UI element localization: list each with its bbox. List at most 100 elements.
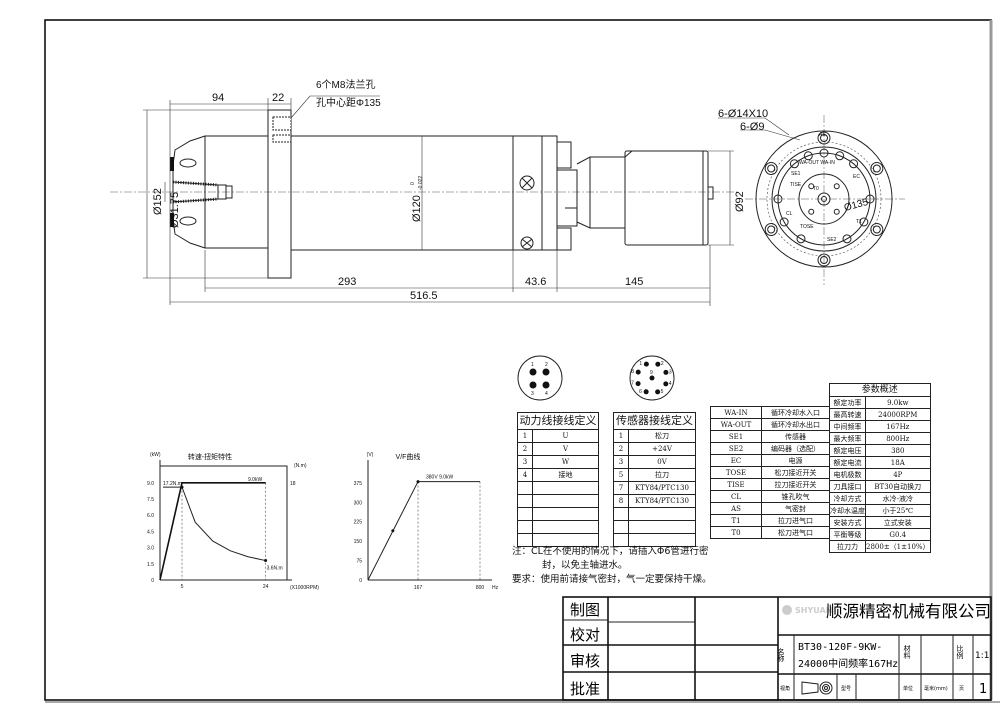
svg-text:2: 2 [545, 362, 548, 368]
tick-label: 800 [476, 585, 485, 591]
drawn-label: 制图 [570, 601, 600, 619]
tick-label: 300 [354, 500, 363, 506]
label-se1: SE1 [791, 171, 801, 177]
speed-torque-chart: 转速-扭矩特性(kW)(N.m)(X1000RPM)01.53.04.56.07… [147, 452, 319, 591]
annotation: 17.2N.m [163, 481, 182, 487]
flange-hole-note: 6个M8法兰孔 [316, 78, 375, 91]
projection-symbol-icon [801, 681, 833, 695]
pin-label: 7 [631, 381, 634, 387]
table-row: 安装方式立式安装 [829, 516, 931, 529]
table-cell: 平衡等级 [829, 528, 866, 541]
connector-pin [663, 369, 669, 375]
material-label: 材料 [903, 644, 911, 660]
dim-phi92: Ø92 [734, 191, 746, 212]
connector-pin [635, 381, 641, 387]
connector-pin [663, 381, 669, 387]
dim-516-5: 516.5 [410, 290, 438, 302]
pin-label: 4 [669, 381, 672, 387]
table-row [613, 533, 696, 547]
note-line: 注：CL在不使用的情况下，请插入Φ6管进行密 [512, 546, 709, 557]
annotation: 3.6N.m [267, 566, 283, 572]
pin-label: 2 [661, 361, 664, 367]
port-hole [779, 217, 789, 227]
label-tise: TISE [790, 182, 802, 188]
connector-pin [649, 375, 655, 381]
data-point [416, 480, 420, 484]
dim-phi120-tol-up: 0 [410, 182, 416, 185]
connector-pin [655, 389, 661, 395]
port-hole [789, 159, 799, 169]
dim-145: 145 [625, 276, 643, 288]
connector-pin [655, 361, 661, 367]
tick-label: Hz [492, 585, 499, 591]
table-row [613, 520, 696, 534]
flange-pcd-note: 孔中心距Φ135 [316, 96, 381, 109]
table-cell: 松刀进气口 [761, 526, 830, 539]
label-wa: WA-OUT WA-IN [799, 160, 835, 166]
label-t1: T1 [856, 219, 862, 225]
svg-text:4: 4 [545, 391, 548, 397]
pin-label: 6 [639, 389, 642, 395]
pin-label: 9 [650, 370, 653, 376]
tick-label: (V) [367, 452, 374, 458]
label-t0: T0 [813, 186, 819, 192]
pin-label: 8 [631, 369, 634, 375]
mounting-hole [817, 253, 831, 267]
tick-label: 375 [354, 481, 363, 487]
label-se2: SE2 [827, 237, 837, 243]
table-cell: T0 [710, 526, 762, 539]
tick-label: 3.0 [147, 546, 154, 552]
tick-label: 0 [359, 578, 362, 584]
y2-axis [160, 465, 288, 580]
label-as: AS [819, 132, 826, 138]
tick-label: 225 [354, 520, 363, 526]
view-label: 视角 [780, 685, 790, 692]
reviewed-label: 审核 [570, 652, 600, 670]
chart-title: 转速-扭矩特性 [188, 452, 232, 461]
tick-label: (N.m) [294, 463, 307, 469]
product-name-1: BT30-120F-9KW- [798, 642, 882, 653]
scale-value: 1:1 [975, 651, 989, 661]
scale-label: 比例 [956, 644, 964, 660]
tick-label: 4.5 [147, 529, 154, 535]
port-hole [859, 217, 869, 227]
label-tose: TOSE [800, 224, 814, 230]
logo-text: SHYUAN [795, 606, 832, 615]
tick-label: 9.0 [147, 481, 154, 487]
tick-label: 5 [181, 584, 184, 590]
unit-value: 毫米(mm) [924, 685, 948, 692]
tick-label: 24 [263, 584, 269, 590]
pin-label: 3 [669, 369, 672, 375]
note-line: 要求：使用前请接气密封，气一定要保持干燥。 [512, 574, 712, 585]
annotation: 380V 9.0kW [426, 475, 454, 481]
mounting-hole [870, 162, 884, 175]
series-torque [181, 486, 266, 562]
series-power [159, 482, 266, 581]
dim-phi120-tol-low: -0.022 [418, 176, 424, 190]
mounting-hole [870, 223, 884, 236]
logo-icon [782, 605, 792, 615]
tick-label: 167 [414, 585, 423, 591]
data-point [391, 529, 395, 533]
mounting-hole [764, 162, 778, 175]
dim-293: 293 [338, 276, 356, 288]
chart-title: V/F曲线 [396, 452, 421, 461]
tick-label: 75 [356, 559, 362, 565]
hole-spec-14x10: 6-Ø14X10 [718, 108, 768, 120]
data-point [264, 559, 268, 563]
dim-43-6: 43.6 [525, 276, 546, 288]
port-hole [835, 151, 845, 161]
